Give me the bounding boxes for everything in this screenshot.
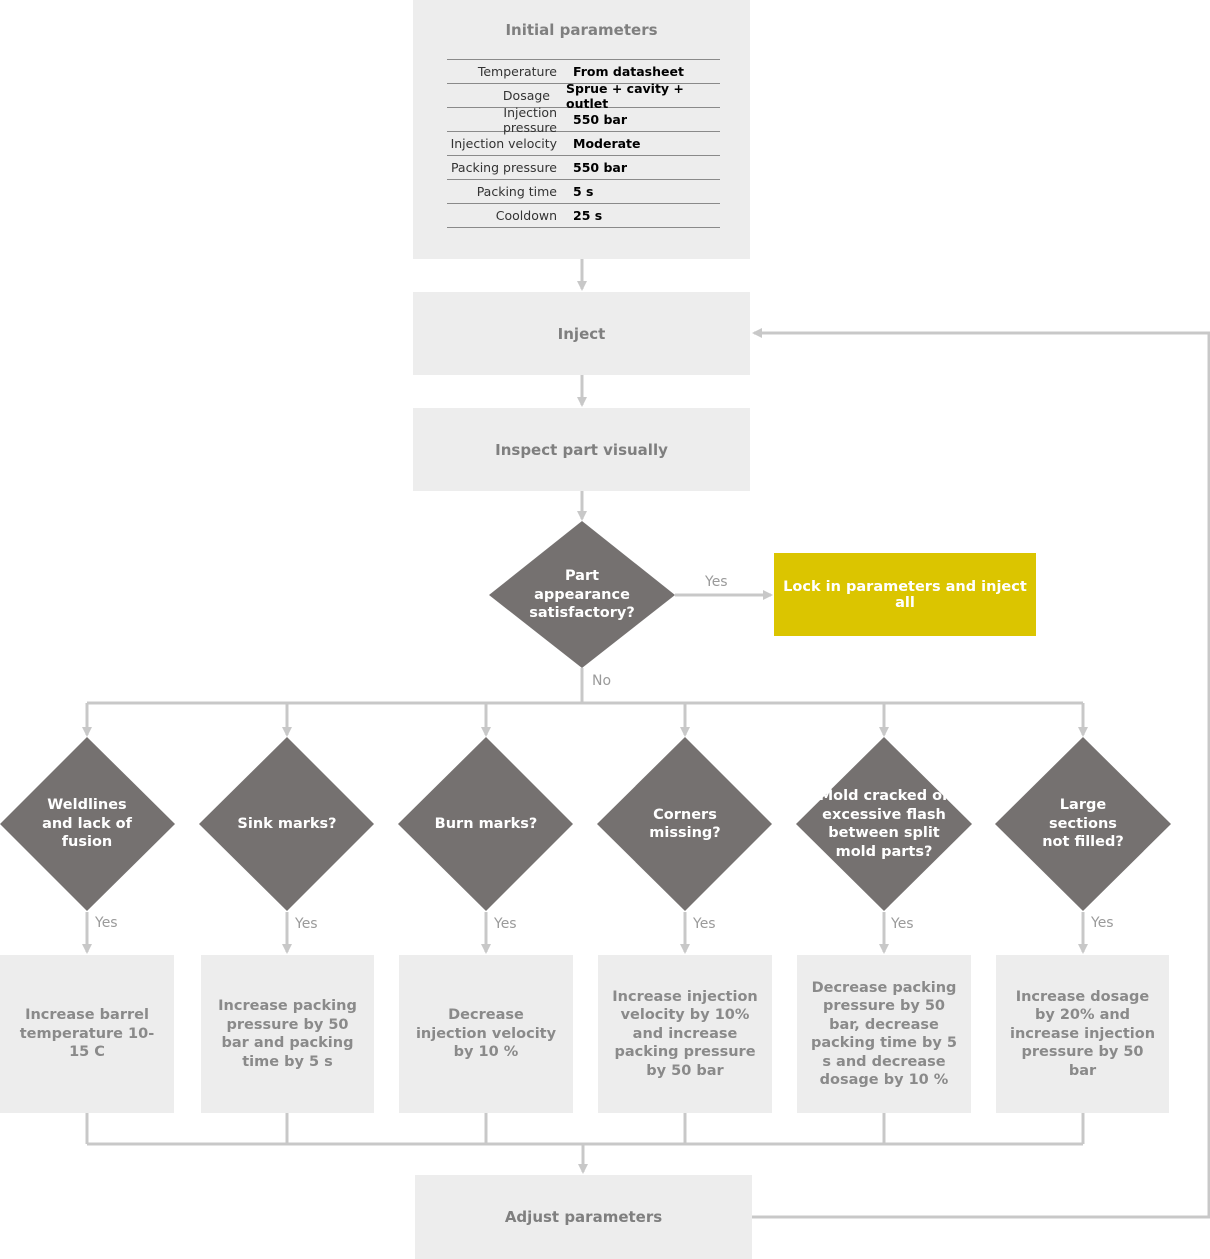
main-no-label: No <box>592 673 612 689</box>
action-box-sink-marks: Increase packing pressure by 50 bar and … <box>201 955 374 1113</box>
param-row: Injection velocity Moderate <box>447 131 720 155</box>
defect-question-burn-marks: Burn marks? <box>434 815 538 832</box>
defect-question-sink-marks: Sink marks? <box>237 815 337 832</box>
yes-label-large-sections: Yes <box>1091 915 1114 931</box>
yes-label-sink-marks: Yes <box>295 916 318 932</box>
param-name: Packing pressure <box>450 160 557 175</box>
adjust-parameters-step: Adjust parameters <box>415 1175 752 1259</box>
yes-label-flash: Yes <box>891 916 914 932</box>
param-name: Injection pressure <box>503 104 557 135</box>
decision-diamond-large-sections <box>995 737 1171 911</box>
inspect-step: Inspect part visually <box>413 408 750 491</box>
param-row: Dosage Sprue + cavity + outlet <box>447 81 720 111</box>
param-name: Packing time <box>476 184 557 199</box>
param-value: From datasheet <box>573 64 684 79</box>
decision-diamond-weldlines <box>0 737 175 911</box>
param-row: Packing time 5 s <box>447 179 720 203</box>
param-value: Moderate <box>573 136 641 151</box>
defect-question-large-sections: Large sections not filled? <box>1042 797 1124 851</box>
action-box-corners: Increase injection velocity by 10% and i… <box>598 955 772 1113</box>
defect-question-corners: Corners missing? <box>649 806 721 842</box>
yes-label-burn-marks: Yes <box>494 916 517 932</box>
param-value: 5 s <box>573 184 594 199</box>
lock-in-parameters-box: Lock in parameters and inject all <box>774 553 1036 636</box>
decision-diamond-burn-marks <box>398 737 573 911</box>
initial-parameters-title: Initial parameters <box>505 21 658 39</box>
param-name: Temperature <box>477 64 557 79</box>
yes-label-corners: Yes <box>693 916 716 932</box>
param-name: Injection velocity <box>450 136 557 151</box>
param-value: 550 bar <box>573 160 627 175</box>
action-box-burn-marks: Decrease injection velocity by 10 % <box>399 955 573 1113</box>
param-row: Packing pressure 550 bar <box>447 155 720 179</box>
action-box-flash: Decrease packing pressure by 50 bar, dec… <box>797 955 971 1113</box>
parameters-table: Temperature From datasheet Dosage Sprue + … <box>447 59 720 228</box>
yes-label-weldlines: Yes <box>95 915 118 931</box>
decision-diamond-sink-marks <box>199 737 374 911</box>
param-value: Sprue + cavity + outlet <box>566 80 684 111</box>
decision-diamond-corners <box>597 737 772 911</box>
param-value: 550 bar <box>573 112 627 127</box>
param-name: Cooldown <box>495 208 557 223</box>
defect-question-flash: Mold cracked or excessive flash between … <box>818 788 950 860</box>
param-row: Temperature From datasheet <box>447 59 720 83</box>
defect-question-weldlines: Weldlines and lack of fusion <box>42 797 132 851</box>
action-box-large-sections: Increase dosage by 20% and increase inje… <box>996 955 1169 1113</box>
inject-step: Inject <box>413 292 750 375</box>
decision-diamond-flash <box>796 737 972 911</box>
param-row: Injection pressure 550 bar <box>447 105 720 135</box>
connector-adjust-loop-back <box>751 328 1210 1219</box>
main-yes-label: Yes <box>705 574 728 590</box>
param-name: Dosage <box>502 88 550 103</box>
decision-main-diamond <box>489 521 675 668</box>
initial-parameters-box <box>413 0 750 259</box>
action-box-weldlines: Increase barrel temperature 10-15 C <box>0 955 174 1113</box>
main-decision-text: Part appearance satisfactory? <box>529 568 635 622</box>
param-row: Cooldown 25 s <box>447 203 720 228</box>
param-value: 25 s <box>573 208 603 223</box>
